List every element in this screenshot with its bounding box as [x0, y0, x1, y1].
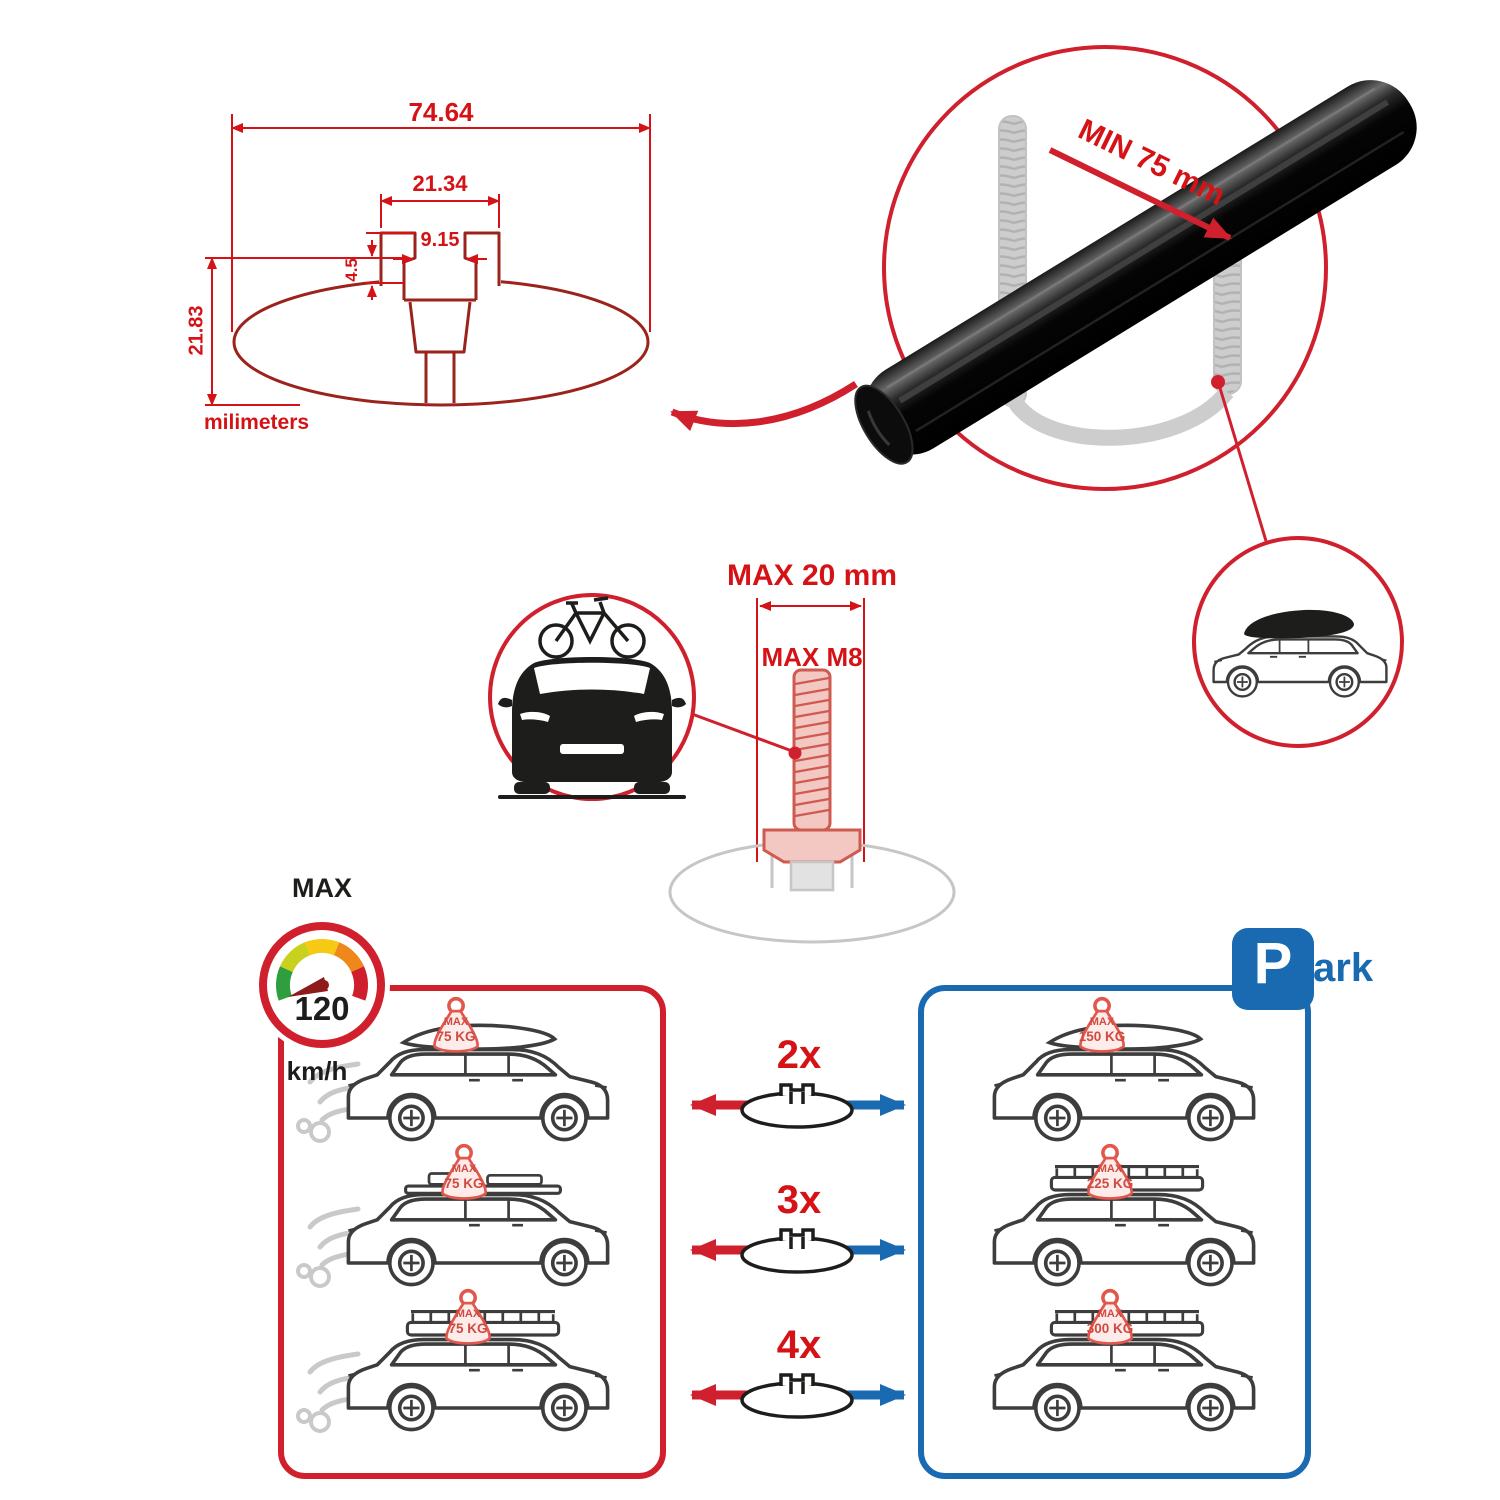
load-tag-weight-label: 150 KG: [1078, 1029, 1126, 1044]
dim-total-width-label: 74.64: [408, 97, 474, 127]
dim-channel-width-label: 21.34: [412, 171, 468, 196]
clamp-ghost: [998, 115, 1242, 446]
load-tag-weight-label: 75 KG: [448, 1321, 488, 1336]
max-bolt-width-label: MAX 20 mm: [726, 559, 898, 592]
load-tag-weight-label: 300 KG: [1086, 1321, 1134, 1336]
load-tag-weight-label: 75 KG: [444, 1176, 484, 1191]
load-tag-weight-label: 225 KG: [1086, 1176, 1134, 1191]
speed-value-label: 120: [294, 990, 350, 1027]
crossbar-3d: [854, 80, 1417, 465]
multiplier-row-3: [690, 1371, 906, 1419]
dimension-lines: [205, 114, 651, 406]
units-label: milimeters: [204, 411, 310, 434]
crossbar-section-icon: [740, 1226, 854, 1274]
clamp-point-dot: [1211, 375, 1225, 389]
park-sign-letter: P: [1253, 931, 1293, 996]
load-tag-max-label: MAX: [451, 1163, 477, 1175]
load-tag-max-label: MAX: [1097, 1163, 1123, 1175]
park-sign-rest: ark: [1313, 946, 1374, 990]
speed-unit-label: km/h: [286, 1056, 348, 1086]
circle-connector-line: [1218, 387, 1268, 542]
bolt-diagram: [668, 598, 956, 944]
multiplier-row-1: [690, 1081, 906, 1129]
max-thread-label: MAX M8: [761, 642, 863, 672]
min-length-arrow: [1048, 147, 1232, 241]
park-sign: [1232, 928, 1314, 1010]
pointer-arrow: [670, 381, 858, 432]
bolt-icon: [762, 668, 862, 892]
multiplier-row-2: [690, 1226, 906, 1274]
car-front-icon: [498, 657, 686, 799]
dim-lip-depth-label: 4.5: [342, 258, 362, 282]
speed-max-label: MAX: [292, 873, 352, 903]
multiplier-label-2: 3x: [776, 1178, 822, 1222]
cross-section-drawing: [232, 230, 650, 407]
load-tag-weight-label: 75 KG: [436, 1029, 476, 1044]
bolt-connector-line: [691, 712, 793, 753]
bolt-point-dot: [788, 746, 802, 760]
load-tag-max-label: MAX: [455, 1308, 481, 1320]
dim-slot-opening-label: 9.15: [420, 229, 460, 251]
multiplier-label-3: 4x: [776, 1323, 822, 1367]
crossbar-section-icon: [740, 1371, 854, 1419]
load-tag-max-label: MAX: [443, 1016, 469, 1028]
load-tag-max-label: MAX: [1097, 1308, 1123, 1320]
suv-roofbox-icon: [1212, 609, 1388, 698]
crossbar-section-icon: [740, 1081, 854, 1129]
bike-icon: [538, 596, 646, 659]
speed-gauge-icon: [254, 917, 390, 1053]
load-tag-max-label: MAX: [1089, 1016, 1115, 1028]
multiplier-label-1: 2x: [776, 1033, 822, 1077]
dim-total-height-label: 21.83: [185, 305, 208, 356]
